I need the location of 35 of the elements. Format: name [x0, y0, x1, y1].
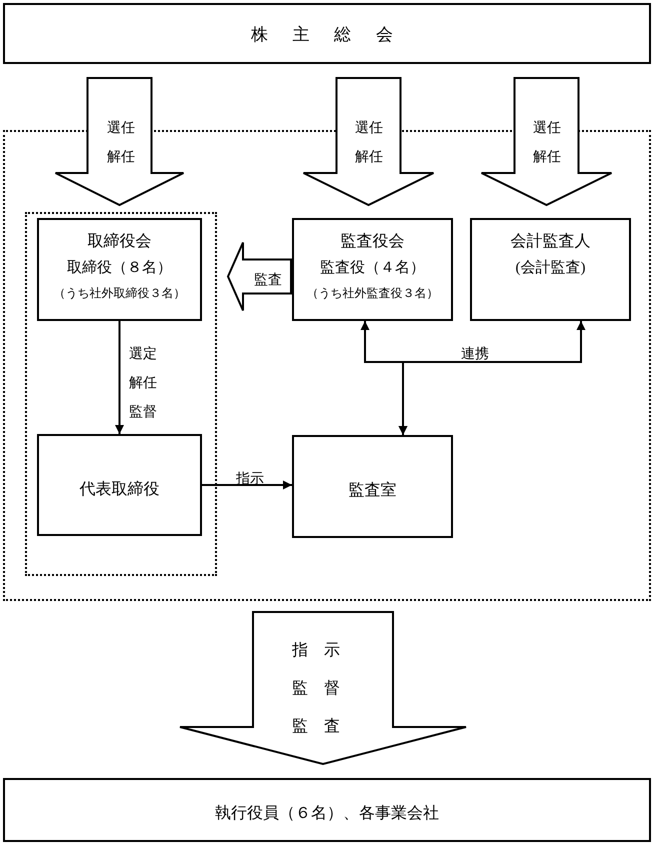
org-box: [292, 218, 453, 321]
box-subtitle: 取締役（８名）: [66, 258, 173, 278]
arrow: [398, 321, 586, 435]
box-subtitle: 監査役（４名）: [319, 258, 426, 278]
edge-label: 指 示監 督監 査: [291, 641, 341, 737]
block-arrow: [480, 77, 612, 206]
block-arrow: [226, 242, 292, 312]
group-frame: [25, 212, 217, 576]
org-box: [37, 434, 202, 536]
box-title: 代表取締役: [78, 480, 160, 500]
org-box: [292, 435, 453, 538]
arrow: [202, 480, 292, 490]
edge-label: 選任解任: [532, 120, 562, 167]
org-box: [3, 778, 651, 842]
edge-label: 選任解任: [354, 120, 384, 167]
edge-label: 選定解任監督: [128, 345, 158, 422]
box-title: 取締役会: [86, 232, 152, 252]
edge-label: 監査: [253, 272, 283, 290]
block-arrow: [54, 77, 184, 206]
block-arrow: [302, 77, 434, 206]
box-title: 株 主 総 会: [250, 24, 404, 46]
box-subtitle: （うち社外取締役３名）: [52, 285, 186, 302]
edge-label: 選任解任: [106, 120, 136, 167]
box-title: 監査役会: [340, 232, 406, 252]
box-title: 会計監査人: [510, 232, 592, 252]
box-title: 執行役員（６名）、各事業会社: [214, 804, 440, 824]
block-arrow: [179, 611, 467, 766]
org-box: [3, 3, 651, 64]
box-title: 監査室: [348, 480, 398, 501]
box-subtitle: (会計監査): [514, 258, 586, 278]
box-subtitle: （うち社外監査役３名）: [306, 285, 440, 302]
org-box: [37, 218, 202, 321]
org-box: [470, 218, 631, 321]
arrow: [115, 321, 124, 434]
edge-label: 連携: [460, 345, 490, 364]
